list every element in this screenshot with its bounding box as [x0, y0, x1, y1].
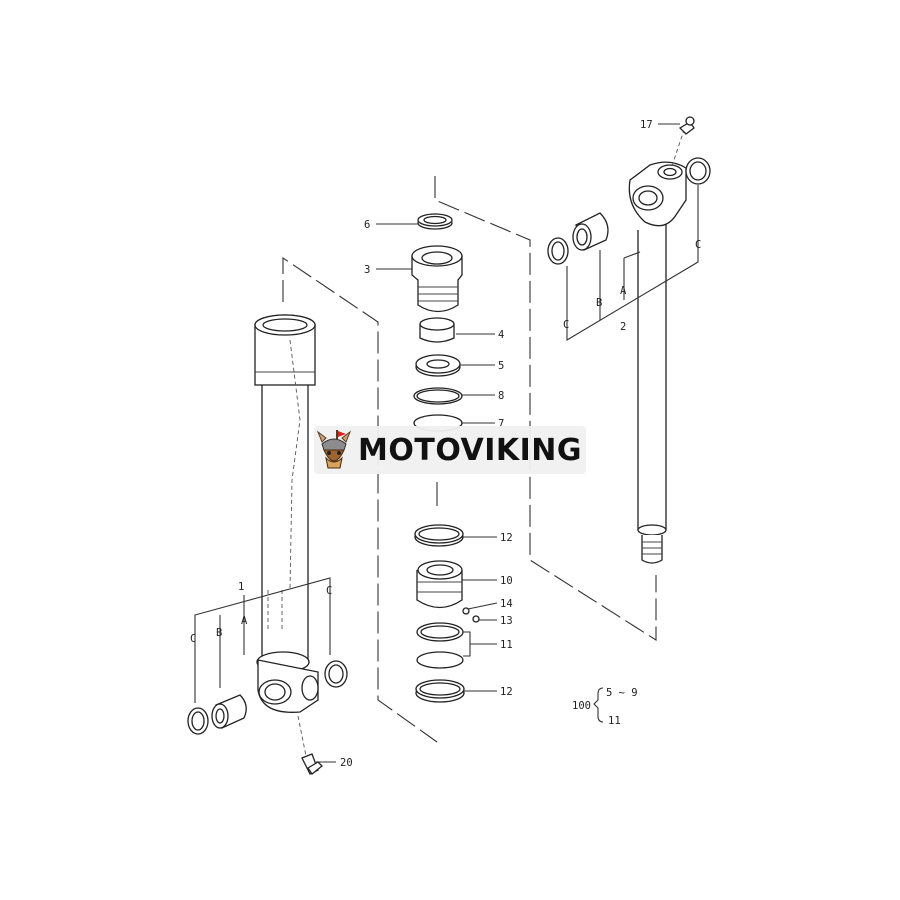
kit-number: 100 — [572, 700, 591, 712]
callout-6: 6 — [364, 219, 370, 231]
callout-17: 17 — [640, 119, 653, 131]
callout-10: 10 — [500, 575, 513, 587]
callout-a-right: A — [620, 285, 627, 297]
part-10-piston — [416, 560, 463, 609]
callout-b-right: B — [596, 297, 602, 309]
callout-c-right-2: C — [563, 319, 569, 331]
watermark-banner: MOTOVIKING — [314, 426, 586, 474]
right-callout-lines — [566, 123, 699, 341]
callout-labels: 1 A B C C 20 6 3 4 5 8 7 12 10 14 13 11 … — [190, 119, 701, 769]
left-callout-lines — [194, 577, 336, 763]
middle-callout-lines — [376, 223, 498, 692]
callout-a-left: A — [241, 615, 248, 627]
callout-2: 2 — [620, 321, 626, 333]
grease-fitting-17 — [671, 116, 695, 167]
group-border-middle — [434, 176, 657, 642]
callout-12-upper: 12 — [500, 532, 513, 544]
callout-14: 14 — [500, 598, 513, 610]
callout-c-right-1: C — [695, 239, 701, 251]
left-seal-c2 — [324, 660, 348, 688]
kit-bracket — [593, 687, 604, 723]
part-13-14-setscrew — [462, 607, 480, 623]
callout-11: 11 — [500, 639, 513, 651]
callout-b-left: B — [216, 627, 222, 639]
piston-rod — [628, 161, 687, 564]
grease-fitting-20 — [297, 715, 323, 775]
callout-12-lower: 12 — [500, 686, 513, 698]
left-seal-c1 — [187, 707, 209, 735]
part-8-ring — [413, 387, 463, 405]
right-seal-c2 — [547, 237, 569, 265]
callout-1: 1 — [238, 581, 244, 593]
callout-3: 3 — [364, 264, 370, 276]
part-3-gland — [411, 245, 463, 313]
right-bushing-b — [572, 212, 609, 251]
kit-line-1: 5 ~ 9 — [606, 687, 638, 699]
callout-13: 13 — [500, 615, 513, 627]
callout-8: 8 — [498, 390, 504, 402]
group-border-left — [282, 256, 438, 743]
callout-5: 5 — [498, 360, 504, 372]
callout-20: 20 — [340, 757, 353, 769]
callout-4: 4 — [498, 329, 504, 341]
watermark-text: MOTOVIKING — [358, 432, 583, 468]
part-12-upper-ring — [414, 524, 464, 547]
right-seal-c1 — [685, 157, 711, 185]
part-11-rings — [416, 622, 464, 669]
part-5-seal — [415, 354, 461, 377]
viking-logo-icon — [316, 430, 352, 469]
kit-line-2: 11 — [608, 715, 621, 727]
part-4-bushing — [419, 317, 455, 343]
callout-c-left-2: C — [326, 585, 332, 597]
part-6-wiper — [417, 213, 453, 230]
cylinder-tube — [254, 314, 319, 713]
part-12-lower-ring — [415, 679, 465, 703]
callout-7: 7 — [498, 418, 504, 430]
callout-c-left-1: C — [190, 633, 196, 645]
left-bushing-b — [211, 694, 247, 729]
